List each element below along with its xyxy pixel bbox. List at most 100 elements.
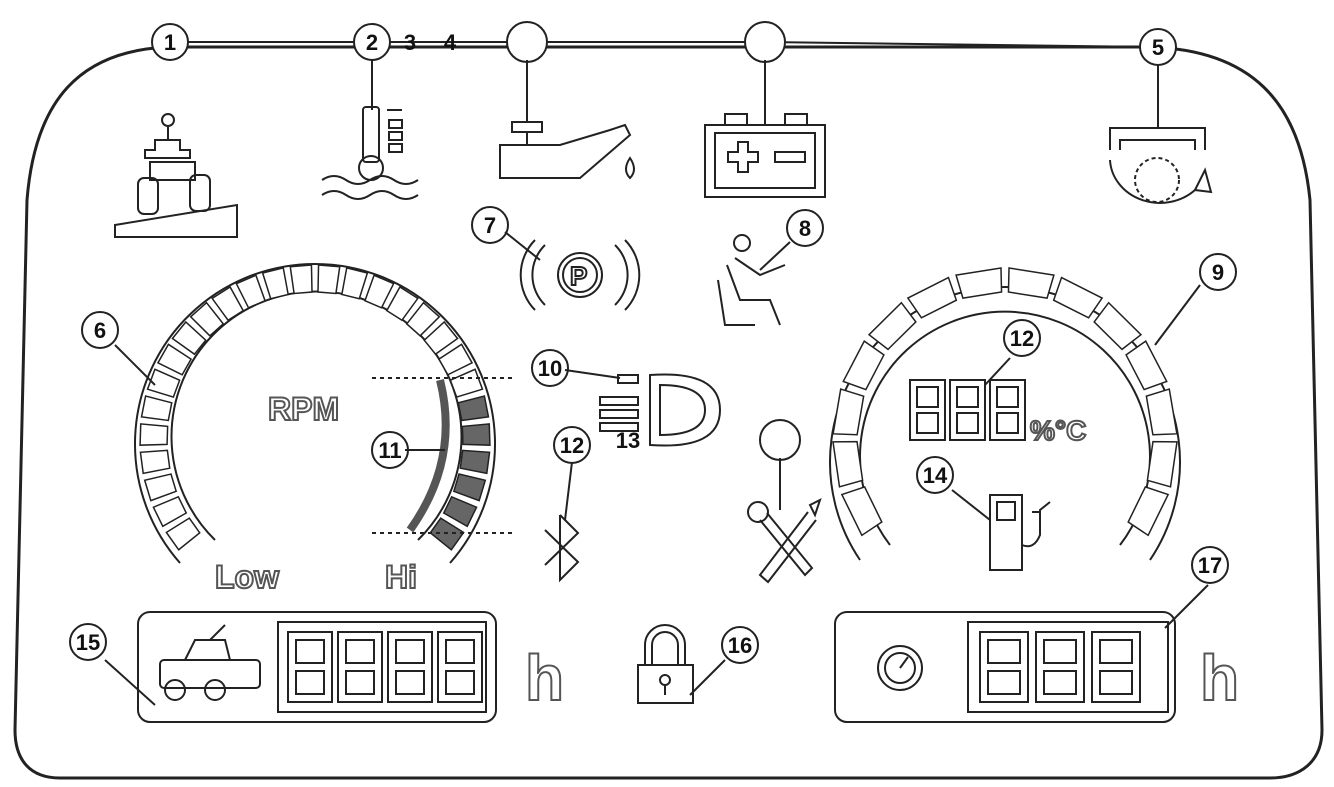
digit-cell [287, 631, 333, 703]
right-gauge-segment [842, 340, 885, 391]
hi-label: Hi [385, 559, 417, 595]
callout-leader-12b [984, 357, 1011, 386]
clock-icon [877, 645, 923, 691]
callout-number: 3 [404, 30, 416, 55]
digit-cell [1035, 631, 1085, 703]
rpm-segment [340, 266, 369, 300]
rpm-segment [423, 320, 459, 356]
callout-number: 12 [560, 433, 584, 458]
empty-callout-circle [759, 419, 801, 461]
right-gauge-segment [1052, 276, 1104, 319]
lock-icon [637, 624, 694, 704]
digit-segment-bottom [1043, 670, 1077, 695]
callout-leader-7 [504, 231, 541, 261]
right-gauge [829, 267, 1181, 561]
right-gauge-segment [955, 267, 1003, 299]
digit-segment-top [987, 639, 1021, 664]
callout-number: 13 [616, 428, 640, 453]
right-gauge-segment [1125, 340, 1168, 391]
right-gauge-segment-group [832, 267, 1178, 537]
digit-segment-top [1043, 639, 1077, 664]
hour-digits-left [287, 631, 483, 703]
callout-circle [721, 626, 759, 664]
dashboard-outline [13, 45, 1324, 780]
callout-number: 7 [484, 213, 496, 238]
tilt-warning-icon [114, 113, 238, 238]
rpm-segment [211, 285, 245, 322]
rpm-indicator-arc [406, 379, 450, 533]
callout-leader-12a [564, 461, 573, 521]
rpm-segment [442, 495, 478, 528]
digit-segment-bottom [1099, 670, 1133, 695]
right-gauge-segment [906, 276, 958, 319]
hour-unit-right: h [1200, 642, 1239, 714]
rpm-gauge [134, 262, 496, 564]
callout-number: 17 [1198, 553, 1222, 578]
hour-meter-right [834, 611, 1176, 723]
digit-cell [979, 631, 1029, 703]
callout-number: 15 [76, 630, 100, 655]
oil-pressure-icon [499, 121, 635, 180]
rpm-label: RPM [268, 391, 339, 427]
callout-leader-15 [104, 659, 156, 706]
headlight-icon [599, 373, 722, 447]
callout-number: 4 [444, 30, 457, 55]
rpm-segment [289, 264, 313, 295]
rpm-segment [146, 368, 181, 398]
callout-number: 2 [366, 30, 378, 55]
callout-circle [1199, 253, 1237, 291]
rpm-segment [405, 301, 441, 337]
rpm-segment [449, 368, 484, 398]
callout-leader-6 [114, 344, 156, 386]
digit-segment-top [345, 639, 375, 664]
callout-leader-9 [1154, 284, 1201, 346]
callout-circle [786, 209, 824, 247]
rpm-segment [461, 423, 491, 446]
callout-circle [1191, 546, 1229, 584]
rpm-segment [139, 423, 169, 446]
digit-cell [1091, 631, 1141, 703]
hour-digits-right [979, 631, 1141, 703]
hour-meter-left [137, 611, 497, 723]
callout-number: 8 [799, 216, 811, 241]
battery-icon [704, 113, 826, 198]
digit-segment-bottom [295, 670, 325, 695]
callout-leader-14 [951, 489, 991, 521]
callout-number: 10 [538, 356, 562, 381]
digit-cell [337, 631, 383, 703]
rpm-segment [156, 343, 193, 376]
digit-segment-bottom [395, 670, 425, 695]
callout-leader-17 [1164, 584, 1209, 629]
service-tools-icon [747, 498, 822, 584]
seat-occupancy-icon [717, 234, 786, 326]
hour-unit-left: h [525, 642, 564, 714]
right-gauge-segment [832, 440, 864, 488]
callout-leader-16 [689, 659, 726, 696]
callout-number: 14 [923, 463, 948, 488]
rpm-segment [459, 449, 491, 475]
callout-number: 1 [164, 30, 176, 55]
digit-segment-bottom [987, 670, 1021, 695]
rpm-segment [457, 395, 490, 422]
top-connector-line [170, 41, 1159, 48]
rpm-segment [171, 320, 207, 356]
rpm-segment [317, 264, 341, 295]
right-gauge-segment [1146, 440, 1178, 488]
callout-circle [69, 623, 107, 661]
rpm-segment [165, 517, 201, 551]
regeneration-icon [1109, 127, 1213, 204]
digit-segment-top [445, 639, 475, 664]
rpm-segment [235, 274, 266, 309]
right-gauge-segment [840, 485, 883, 537]
empty-callout-circle [506, 21, 548, 63]
right-gauge-segment [867, 301, 917, 351]
right-gauge-segment [1127, 485, 1170, 537]
callout-number: 5 [1152, 35, 1164, 60]
rpm-segment [364, 274, 395, 309]
callout-number: 6 [94, 318, 106, 343]
callout-number: 16 [728, 633, 752, 658]
rpm-segment [452, 473, 487, 502]
parking-brake-icon: P [519, 239, 641, 311]
